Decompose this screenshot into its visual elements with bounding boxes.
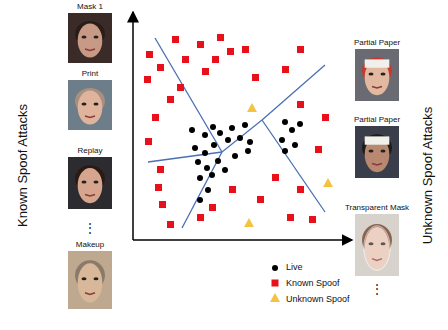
face-image bbox=[68, 251, 112, 309]
face-image bbox=[68, 13, 112, 63]
face-image bbox=[68, 80, 112, 130]
ellipsis: ⋮ bbox=[84, 221, 96, 235]
attack-label: Mask 1 bbox=[68, 2, 112, 12]
attack-example: Makeup bbox=[68, 240, 112, 309]
attack-example: Mask 1 bbox=[68, 2, 112, 63]
face-image bbox=[68, 157, 112, 209]
attack-example: Partial Paper bbox=[354, 38, 400, 101]
known-spoof-points bbox=[144, 34, 329, 228]
attack-label: Partial Paper bbox=[354, 115, 400, 125]
legend-entry: Unknown Spoof bbox=[286, 294, 350, 305]
unknown-spoof-points bbox=[244, 103, 333, 227]
face-image bbox=[355, 214, 399, 276]
attack-label: Makeup bbox=[68, 240, 112, 250]
legend-entry: Known Spoof bbox=[286, 278, 340, 289]
legend-markers bbox=[270, 265, 280, 302]
attack-label: Print bbox=[68, 69, 112, 79]
axis-title: Known Spoof Attacks bbox=[15, 104, 30, 227]
face-image bbox=[355, 126, 399, 178]
attack-example: Print bbox=[68, 69, 112, 130]
axes bbox=[133, 12, 352, 240]
live-points bbox=[189, 119, 303, 203]
attack-example: Partial Paper bbox=[354, 115, 400, 178]
attack-example: Transparent Mask bbox=[345, 203, 409, 276]
attack-example: Replay bbox=[68, 146, 112, 209]
axis-title: Unknown Spoof Attacks bbox=[421, 106, 436, 243]
attack-label: Partial Paper bbox=[354, 38, 400, 48]
face-image bbox=[355, 49, 399, 101]
attack-label: Transparent Mask bbox=[345, 203, 409, 213]
attack-label: Replay bbox=[68, 146, 112, 156]
decision-boundaries bbox=[148, 38, 325, 228]
ellipsis: ⋮ bbox=[371, 282, 383, 296]
legend-entry: Live bbox=[286, 262, 303, 273]
